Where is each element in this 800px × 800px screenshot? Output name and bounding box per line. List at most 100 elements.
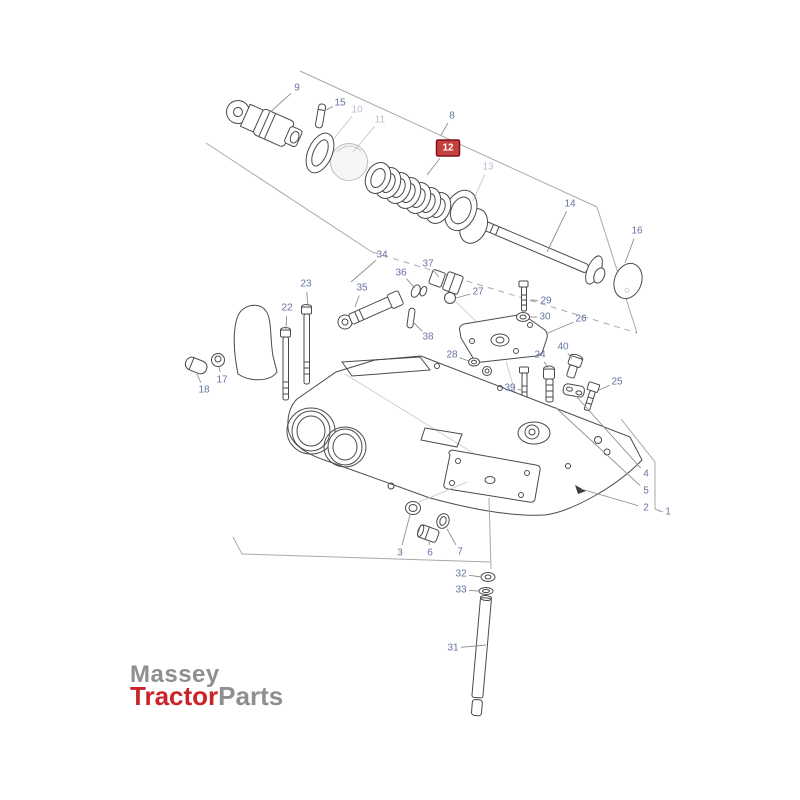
part-label-23: 23 [300, 279, 312, 307]
part-7-ring [436, 513, 450, 529]
svg-text:29: 29 [540, 296, 552, 307]
part-label-10: 10 [331, 105, 363, 142]
part-36-ring [410, 284, 428, 298]
svg-text:14: 14 [564, 199, 576, 210]
svg-text:2: 2 [643, 503, 649, 514]
svg-text:8: 8 [449, 111, 455, 122]
brand-logo: Massey TractorParts [130, 661, 284, 711]
svg-text:12: 12 [442, 143, 454, 154]
svg-text:25: 25 [611, 377, 623, 388]
part-6-plug [416, 524, 440, 543]
part-40-plug [566, 353, 584, 379]
svg-text:3: 3 [397, 548, 403, 559]
part-35-link-rod [337, 290, 404, 330]
part-label-13: 13 [472, 162, 494, 202]
part-label-27: 27 [455, 287, 484, 299]
part-label-24: 24 [534, 350, 549, 369]
part-26-cover-plate [459, 314, 548, 421]
part-22-bolt [280, 327, 291, 401]
part-14-rod [479, 220, 606, 285]
svg-text:36: 36 [395, 268, 407, 279]
svg-text:39: 39 [504, 383, 516, 394]
part-label-29: 29 [530, 296, 552, 307]
part-3-nut [405, 481, 468, 515]
svg-text:6: 6 [427, 548, 433, 559]
svg-text:7: 7 [457, 547, 463, 558]
svg-text:1: 1 [665, 507, 671, 518]
part-10-washer [305, 132, 335, 174]
part-label-3: 3 [397, 514, 411, 559]
part-label-7: 7 [446, 528, 463, 558]
part-label-39: 39 [504, 383, 522, 394]
part-16-disc [613, 262, 643, 300]
part-label-32: 32 [455, 569, 482, 580]
svg-text:26: 26 [575, 314, 587, 325]
part-label-31: 31 [447, 643, 487, 654]
part-clamp-fitting [562, 383, 585, 398]
svg-text:23: 23 [300, 279, 312, 290]
part-11-ball [330, 143, 368, 181]
svg-text:27: 27 [472, 287, 484, 298]
part-24-fitting [535, 365, 557, 409]
part-label-30: 30 [530, 312, 551, 323]
part-15-pin [314, 103, 327, 129]
part-38-pin [406, 307, 416, 329]
part-label-16: 16 [624, 226, 643, 264]
part-25-bolt [583, 381, 601, 412]
brand-word-massey: Massey [130, 661, 220, 688]
svg-text:33: 33 [455, 585, 467, 596]
part-label-12: 12 [426, 139, 461, 176]
part-29-bolt [518, 280, 529, 312]
svg-text:24: 24 [534, 350, 546, 361]
svg-text:16: 16 [631, 226, 643, 237]
part-label-25: 25 [598, 377, 623, 391]
svg-text:10: 10 [351, 105, 363, 116]
part-label-26: 26 [547, 314, 587, 334]
svg-text:9: 9 [294, 83, 300, 94]
svg-text:22: 22 [281, 303, 293, 314]
svg-text:40: 40 [557, 342, 569, 353]
part-label-5: 5 [554, 406, 649, 497]
part-label-15: 15 [323, 98, 346, 112]
part-label-37: 37 [422, 259, 440, 278]
part-label-6: 6 [427, 541, 433, 559]
housing-lift-cover [233, 304, 643, 516]
part-label-36: 36 [395, 268, 416, 289]
svg-text:11: 11 [375, 115, 386, 126]
part-18-pin [184, 356, 208, 375]
brand-word-parts: Parts [218, 681, 284, 711]
part-23-bolt [301, 304, 312, 385]
part-33-washer [478, 587, 494, 595]
part-label-8: 8 [440, 111, 455, 136]
part-13-cup [444, 189, 489, 244]
part-label-4: 4 [575, 395, 649, 480]
svg-text:34: 34 [376, 250, 388, 261]
part-label-2: 2 [580, 488, 649, 514]
part-label-18: 18 [196, 373, 210, 396]
svg-text:18: 18 [198, 385, 210, 396]
svg-text:17: 17 [216, 375, 228, 386]
part-label-14: 14 [546, 199, 576, 253]
svg-text:28: 28 [446, 350, 458, 361]
part-label-33: 33 [455, 585, 480, 596]
part-label-28: 28 [446, 350, 470, 362]
exploded-view-frame-lines [205, 70, 638, 563]
svg-text:4: 4 [643, 469, 649, 480]
part-9-clevis [226, 100, 303, 148]
svg-text:13: 13 [482, 162, 494, 173]
brand-word-tractor: Tractor [130, 681, 219, 711]
part-30-nut [516, 312, 530, 322]
svg-text:38: 38 [422, 332, 434, 343]
part-12-spring [364, 162, 452, 224]
part-32-washer [480, 572, 496, 582]
svg-text:31: 31 [447, 643, 459, 654]
svg-text:15: 15 [334, 98, 346, 109]
part-31-rod [470, 594, 492, 717]
part-label-38: 38 [412, 321, 434, 343]
part-label-11: 11 [352, 115, 386, 153]
svg-text:5: 5 [643, 486, 649, 497]
part-label-35: 35 [354, 283, 368, 308]
